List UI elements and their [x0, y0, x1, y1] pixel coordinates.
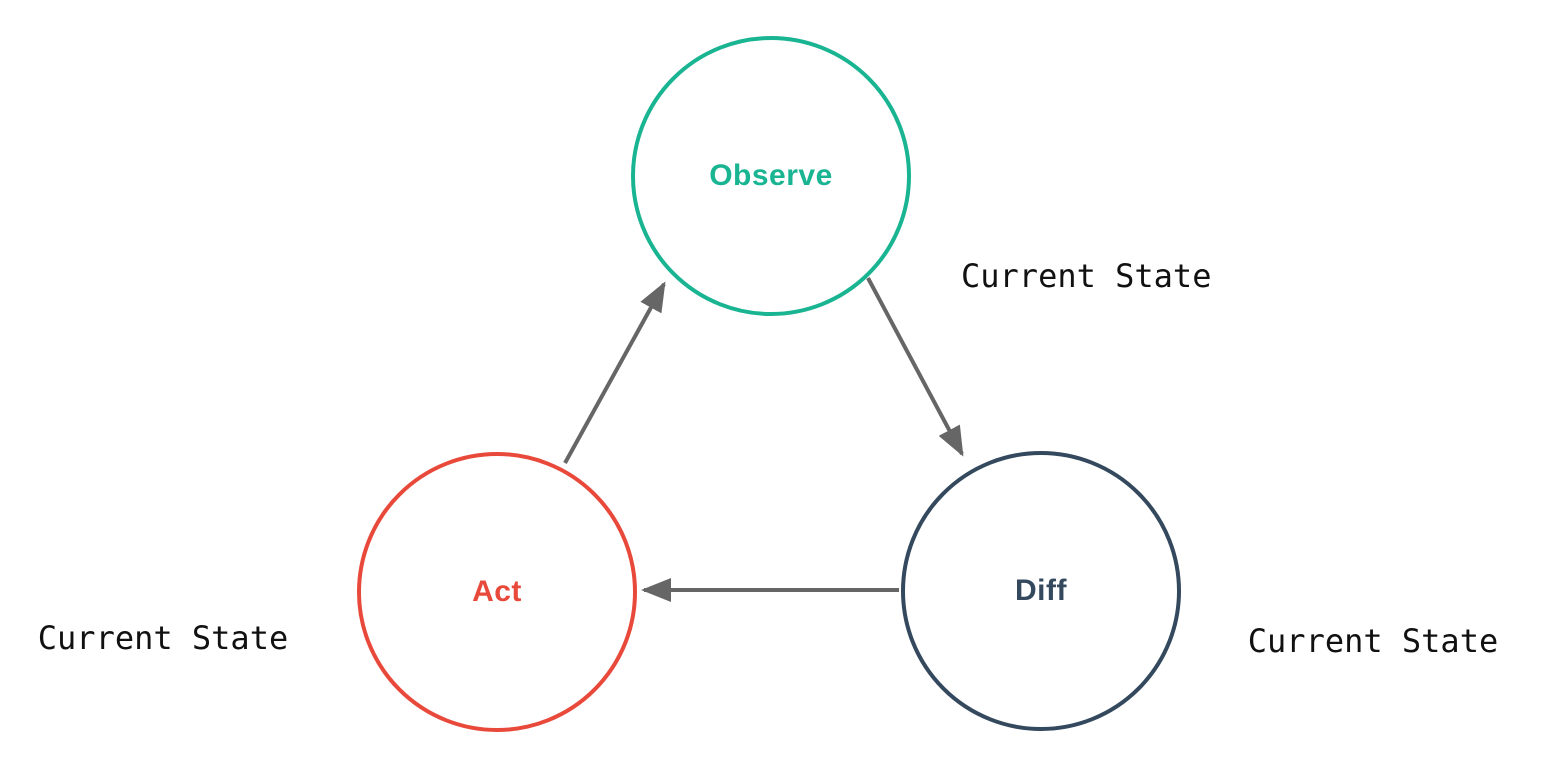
node-diff: Diff	[901, 451, 1181, 731]
node-act-label: Act	[472, 575, 522, 608]
not-equal-symbol: ≠	[1240, 766, 1506, 771]
annotation-observe: Current State	[961, 151, 1211, 401]
annotation-line: Current State	[961, 257, 1212, 295]
arrow-act-to-observe	[563, 281, 666, 464]
annotation-diff: Current State ≠ Desired State	[1240, 516, 1506, 771]
node-observe-label: Observe	[709, 159, 833, 192]
node-act: Act	[357, 452, 637, 732]
arrow-observe-to-diff	[866, 277, 964, 457]
annotation-line: Current State	[1247, 622, 1499, 660]
annotation-line: Current State	[37, 619, 289, 657]
down-arrow-symbol: ↓	[30, 763, 296, 771]
node-diff-label: Diff	[1015, 574, 1067, 607]
annotation-act: Current State ↓ Desired State	[30, 513, 296, 771]
node-observe: Observe	[631, 36, 911, 316]
